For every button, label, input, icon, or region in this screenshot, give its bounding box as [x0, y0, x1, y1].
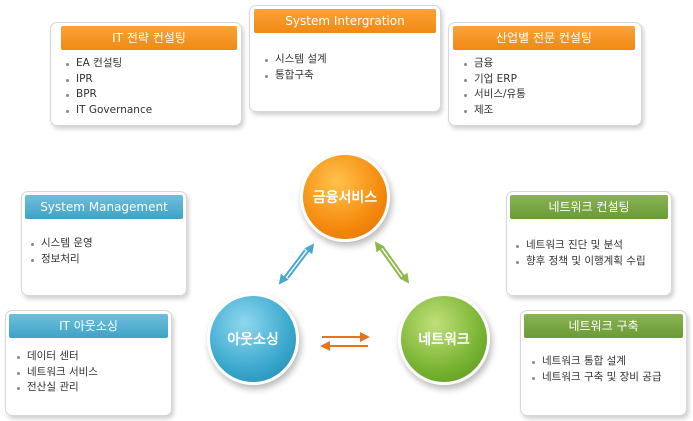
arrow-finance-to-outsourcing — [278, 249, 306, 285]
list-item: 향후 정책 및 이행계획 수립 — [515, 254, 646, 270]
card-title: System Intergration — [254, 9, 436, 33]
list-item: 금융 — [463, 56, 526, 72]
card-network-consulting: 네트워크 컨설팅 네트워크 진단 및 분석 향후 정책 및 이행계획 수립 — [506, 191, 672, 296]
card-industry-consulting: 산업별 전문 컨설팅 금융 기업 ERP 서비스/유통 제조 — [448, 22, 642, 126]
card-title: System Management — [25, 195, 183, 219]
item-list: 네트워크 통합 설계 네트워크 구축 및 장비 공급 — [531, 354, 662, 385]
card-system-integration: System Intergration 시스템 설계 통합구축 — [249, 5, 441, 112]
list-item: BPR — [65, 87, 152, 103]
card-title: 네트워크 컨설팅 — [510, 195, 668, 219]
arrow-finance-to-network — [382, 246, 410, 284]
list-item: 제조 — [463, 103, 526, 119]
arrow-network-to-finance — [374, 241, 402, 279]
item-list: 시스템 운영 정보처리 — [30, 236, 93, 267]
list-item: 네트워크 서비스 — [16, 365, 98, 381]
item-list: 시스템 설계 통합구축 — [264, 52, 327, 83]
list-item: 정보처리 — [30, 252, 93, 268]
card-network-build: 네트워크 구축 네트워크 통합 설계 네트워크 구축 및 장비 공급 — [520, 310, 687, 416]
card-title: IT 전략 컨설팅 — [61, 26, 237, 50]
list-item: 전산실 관리 — [16, 380, 98, 396]
card-it-outsourcing: IT 아웃소싱 데이터 센터 네트워크 서비스 전산실 관리 — [5, 310, 172, 416]
circle-finance-service: 금융서비스 — [300, 152, 390, 242]
list-item: 시스템 운영 — [30, 236, 93, 252]
list-item: 서비스/유통 — [463, 87, 526, 103]
item-list: 네트워크 진단 및 분석 향후 정책 및 이행계획 수립 — [515, 238, 646, 269]
circle-label: 아웃소싱 — [227, 332, 279, 348]
card-it-strategy-consulting: IT 전략 컨설팅 EA 컨설팅 IPR BPR IT Governance — [50, 22, 242, 126]
list-item: 통합구축 — [264, 68, 327, 84]
list-item: 시스템 설계 — [264, 52, 327, 68]
list-item: EA 컨설팅 — [65, 56, 152, 72]
list-item: 네트워크 통합 설계 — [531, 354, 662, 370]
item-list: 금융 기업 ERP 서비스/유통 제조 — [463, 56, 526, 118]
card-title: 네트워크 구축 — [524, 314, 683, 338]
list-item: IT Governance — [65, 103, 152, 119]
item-list: 데이터 센터 네트워크 서비스 전산실 관리 — [16, 349, 98, 396]
circle-outsourcing: 아웃소싱 — [207, 293, 299, 385]
circle-label: 금융서비스 — [312, 190, 378, 206]
circle-network: 네트워크 — [398, 293, 490, 385]
item-list: EA 컨설팅 IPR BPR IT Governance — [65, 56, 152, 118]
card-system-management: System Management 시스템 운영 정보처리 — [21, 191, 187, 296]
arrow-outsourcing-to-finance — [287, 243, 315, 279]
circle-label: 네트워크 — [418, 332, 470, 348]
card-title: 산업별 전문 컨설팅 — [453, 26, 635, 50]
list-item: 기업 ERP — [463, 72, 526, 88]
list-item: 네트워크 구축 및 장비 공급 — [531, 370, 662, 386]
list-item: IPR — [65, 72, 152, 88]
list-item: 네트워크 진단 및 분석 — [515, 238, 646, 254]
card-title: IT 아웃소싱 — [9, 314, 168, 338]
list-item: 데이터 센터 — [16, 349, 98, 365]
